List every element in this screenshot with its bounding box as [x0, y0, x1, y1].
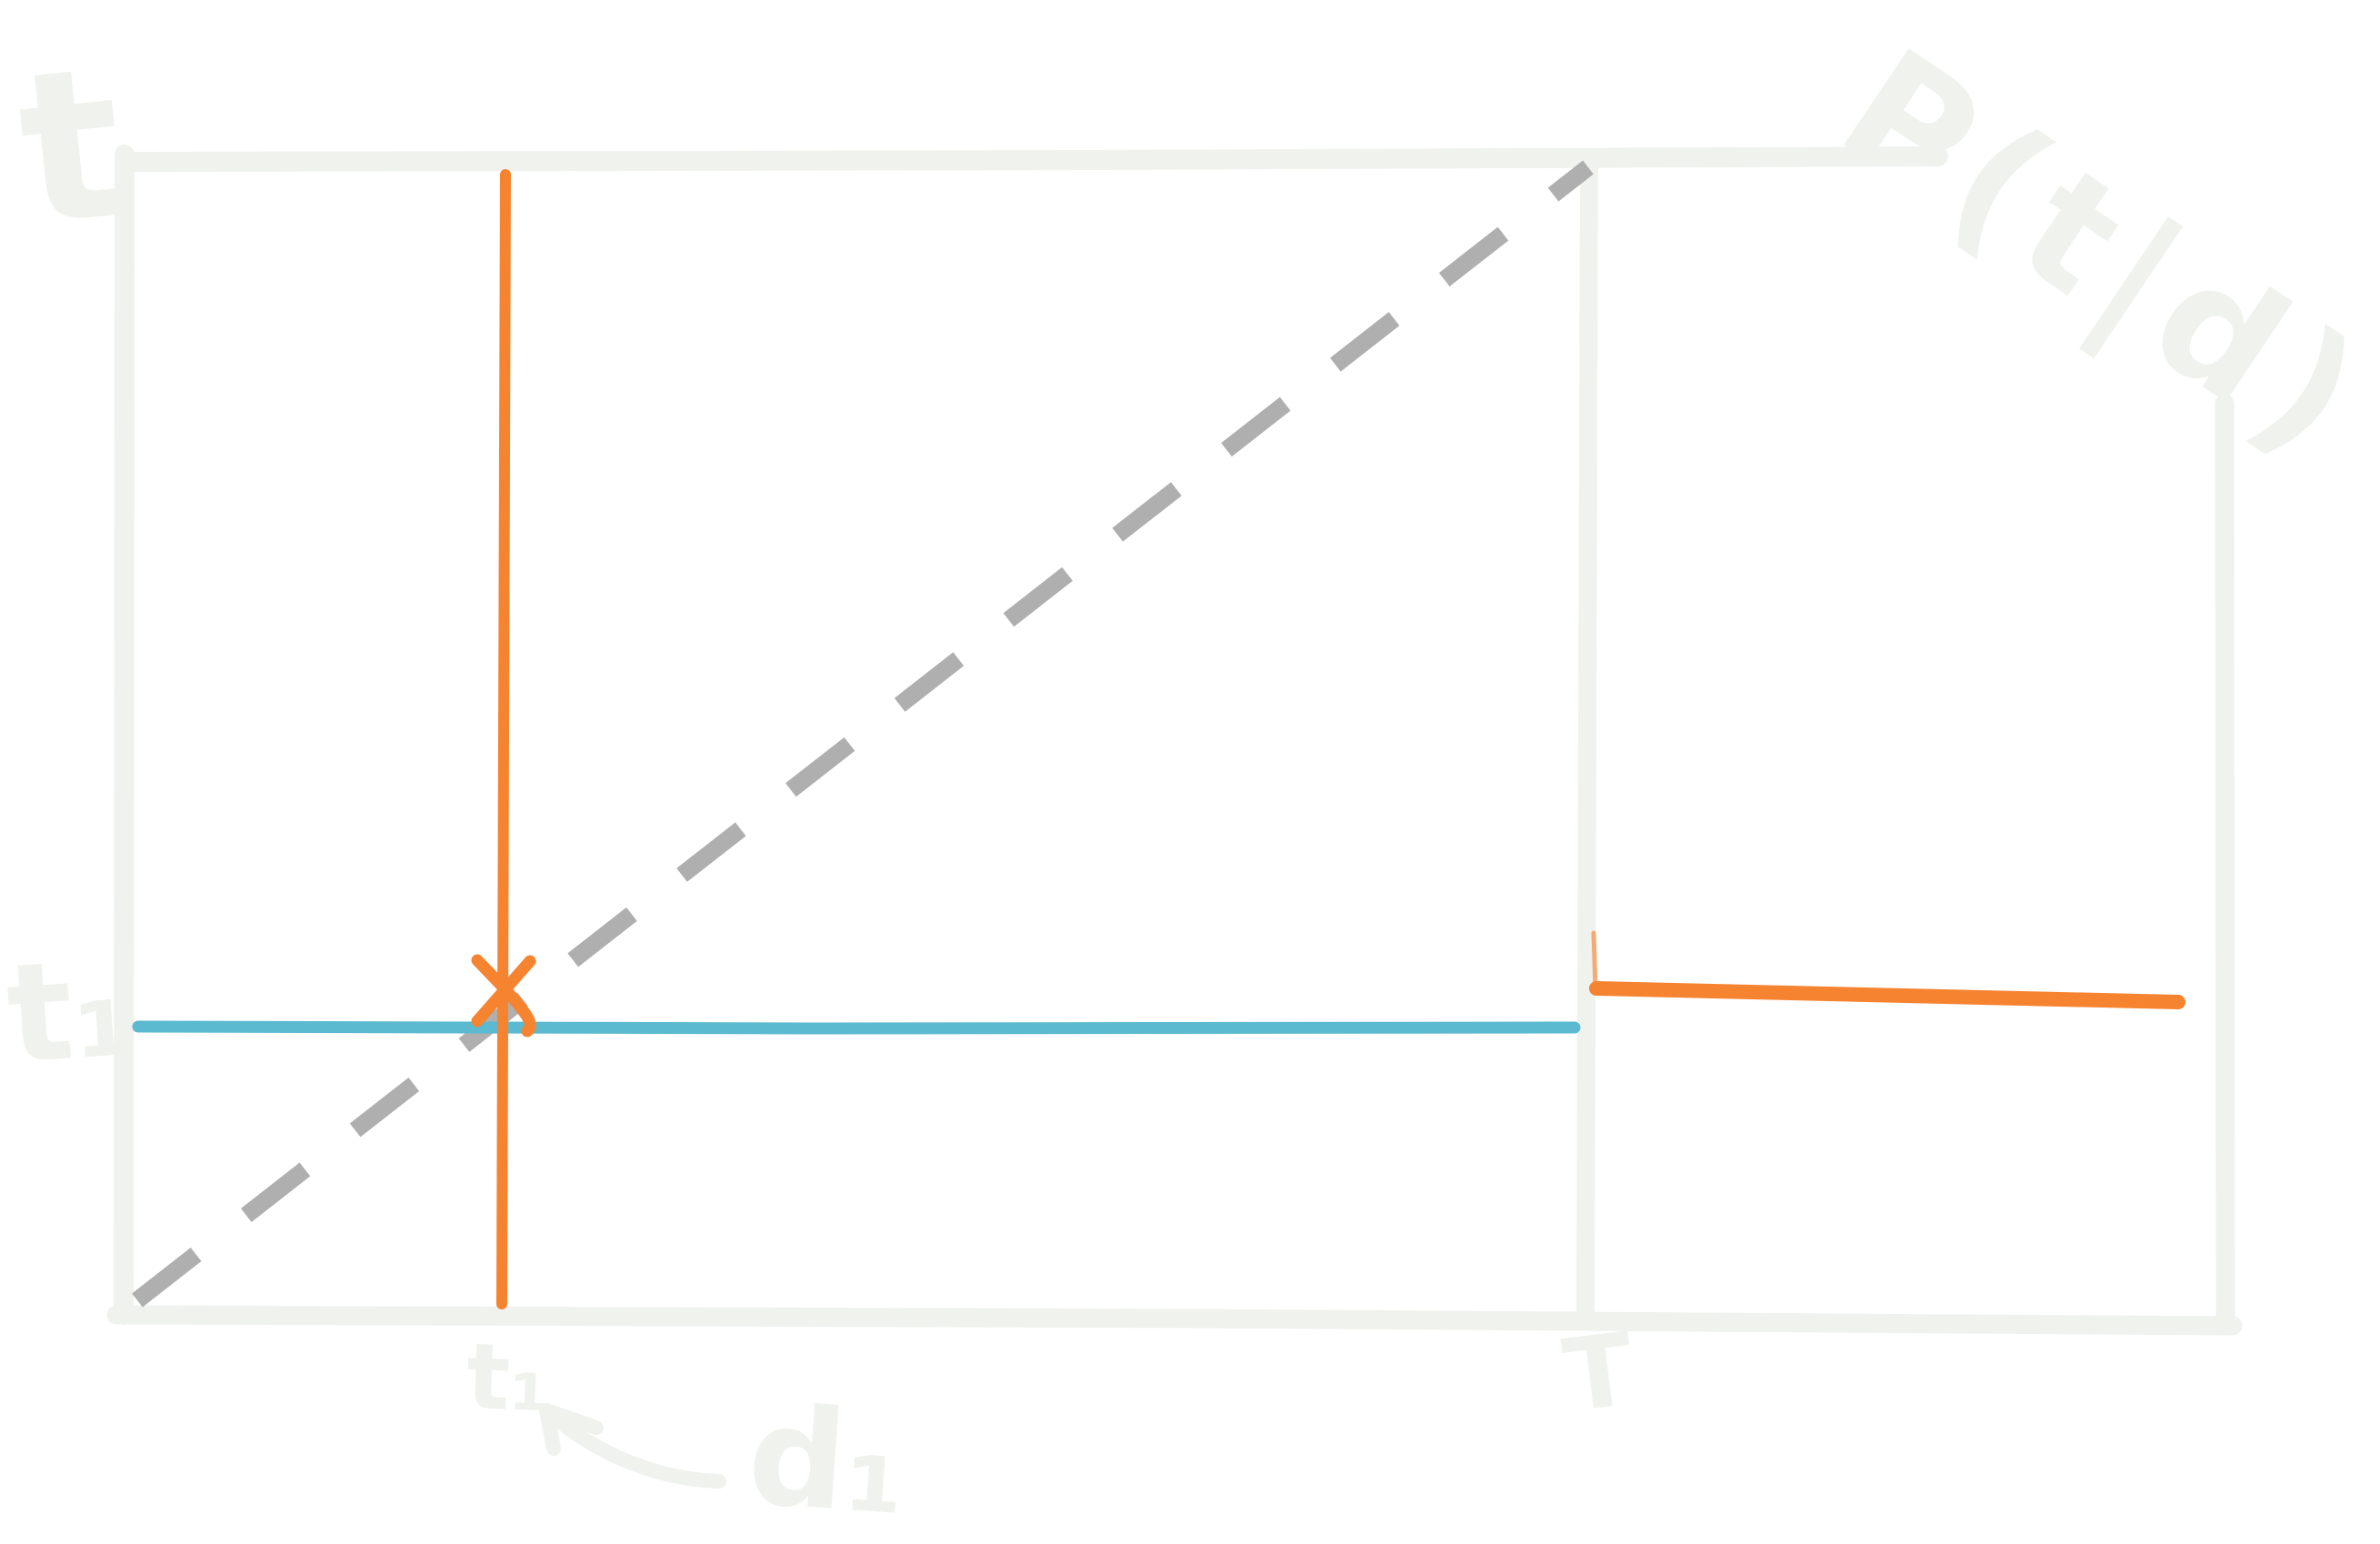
orange-vertical-line [496, 169, 511, 1309]
panel-divider [1576, 149, 1598, 1329]
dashed-diagonal-line [132, 160, 1594, 1308]
label-t1-left: t₁ [2, 928, 137, 1095]
label-axis-t: t [9, 22, 134, 274]
x-marker-icon [471, 954, 536, 1038]
right-flat-line [1589, 981, 2185, 1009]
curved-arrow-icon [539, 1403, 726, 1489]
panel-border-top [115, 146, 1948, 172]
blue-threshold-line [132, 1020, 1581, 1035]
label-t1-bottom: t₁ [465, 1323, 552, 1432]
label-title-ptd: P(t|d) [1811, 15, 2380, 496]
panel-border-left [114, 145, 135, 1325]
right-flat-line-start-tick [1591, 930, 1598, 990]
label-T-bottom: T [1558, 1311, 1640, 1435]
panel-frame [106, 145, 2243, 1336]
arrow-shaft [550, 1412, 726, 1489]
label-d1-bottom: d₁ [743, 1377, 911, 1544]
arrow-head [539, 1403, 604, 1456]
panel-border-bottom [106, 1305, 2243, 1336]
